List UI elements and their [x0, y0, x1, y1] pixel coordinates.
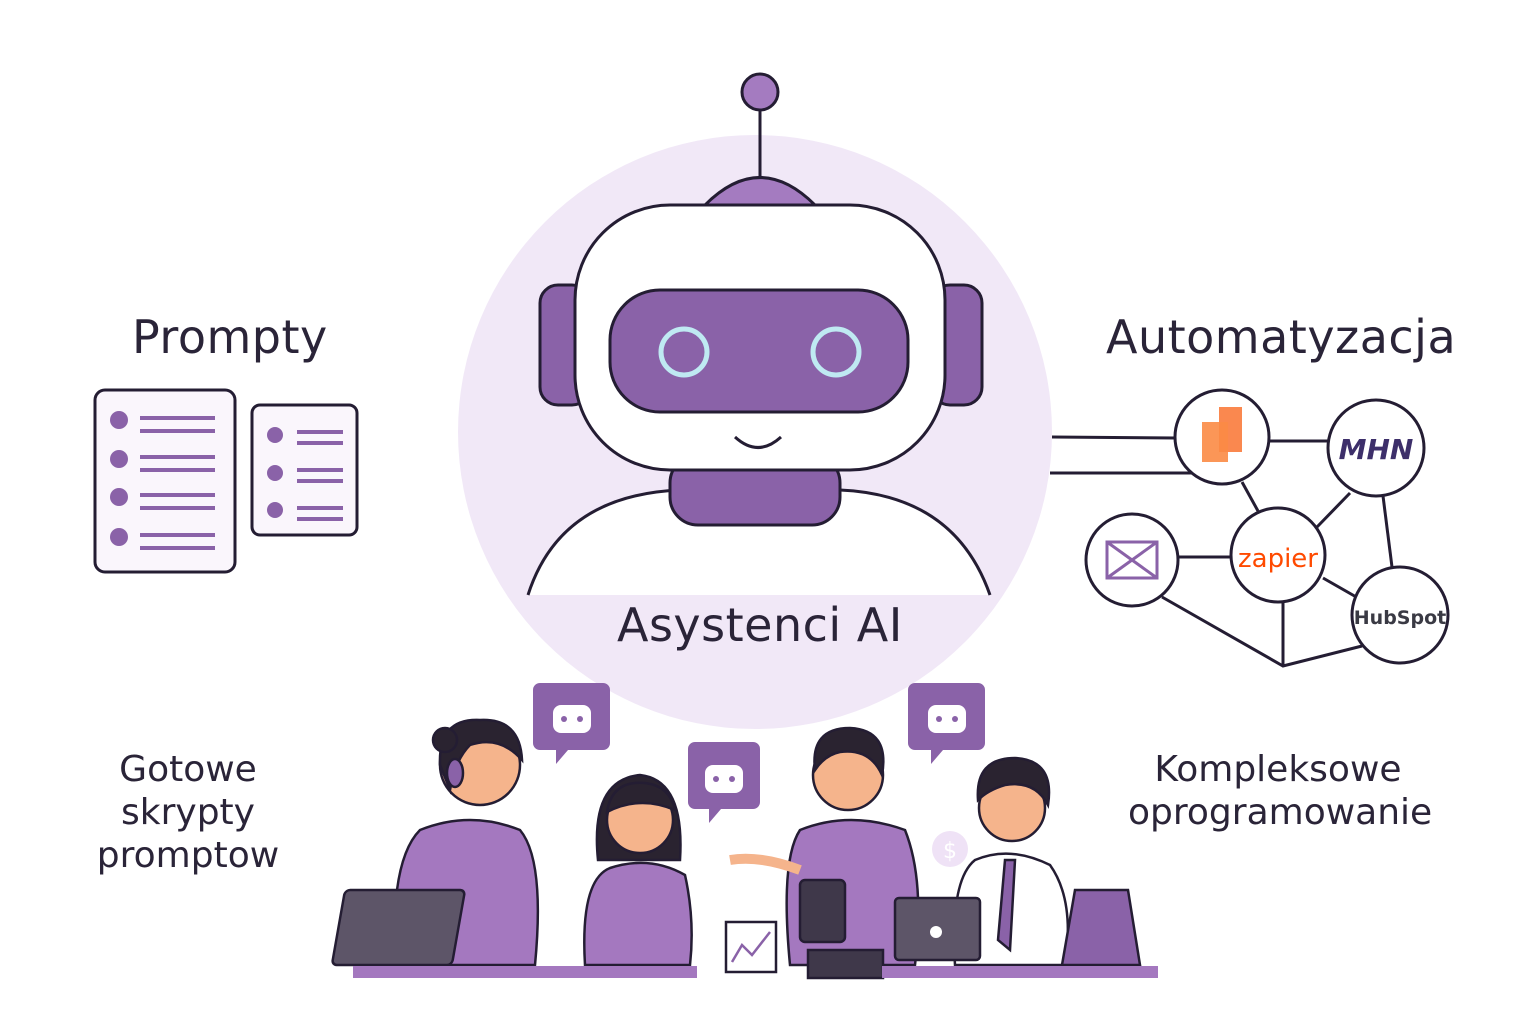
- scripts-label: Gotowe skrypty promptow: [88, 748, 288, 877]
- software-line: Kompleksowe: [1154, 749, 1402, 790]
- robot-icon: [526, 72, 992, 596]
- automation-title: Automatyzacja: [1106, 310, 1457, 364]
- software-line: oprogramowanie: [1128, 792, 1433, 833]
- mhn-logo: MHN: [1339, 433, 1414, 466]
- zapier-node: [1229, 506, 1327, 604]
- hubspot-node: [1350, 565, 1450, 665]
- prompt-document-large: [93, 388, 237, 574]
- assistants-title: Asystenci AI: [617, 598, 903, 652]
- chat-bubble-robot-icon: [533, 683, 985, 823]
- zapier-logo: zapier: [1238, 544, 1318, 574]
- integration-network-lines: [1050, 435, 1394, 668]
- scripts-line: Gotowe: [119, 749, 257, 790]
- envelope-icon: [1105, 540, 1159, 580]
- team-people-illustration: $: [331, 718, 1158, 980]
- dollar-coin-icon: $: [943, 839, 957, 864]
- prompt-document-small: [250, 403, 359, 537]
- office-logo-icon: [1202, 407, 1242, 462]
- scripts-line: promptow: [96, 835, 280, 876]
- software-label: Kompleksowe oprogramowanie: [1128, 748, 1433, 834]
- prompts-title: Prompty: [132, 310, 328, 364]
- mhn-node: [1326, 398, 1426, 498]
- scripts-line: skrypty: [121, 792, 255, 833]
- hubspot-logo: HubSpot: [1354, 607, 1446, 629]
